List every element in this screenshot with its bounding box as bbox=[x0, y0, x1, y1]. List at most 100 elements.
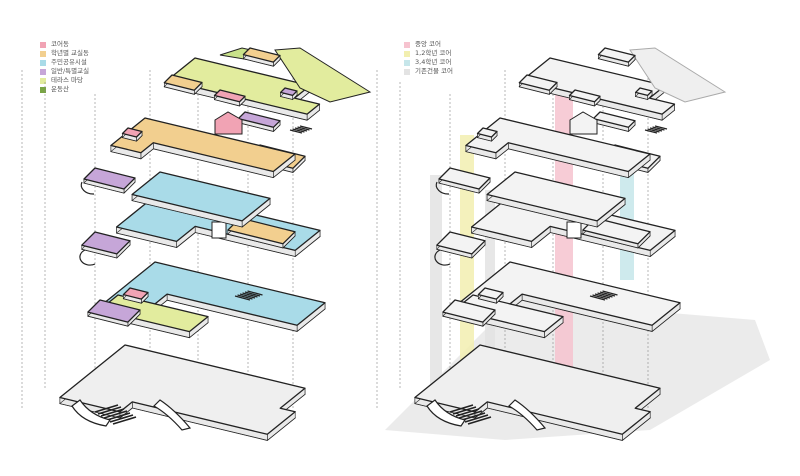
floor-5-grade bbox=[163, 74, 203, 95]
legend-left-swatch bbox=[40, 86, 46, 93]
floor-3-main bbox=[131, 171, 271, 228]
stair-tread bbox=[452, 406, 477, 415]
legend-left-label: 학년별 교실동 bbox=[51, 49, 89, 57]
floor-2-classrooms bbox=[81, 231, 131, 259]
floor-5-classroom bbox=[634, 87, 653, 101]
legend-right-label: 중앙 코어 bbox=[415, 40, 441, 48]
curved-wall bbox=[71, 399, 111, 427]
stair-line bbox=[239, 293, 256, 299]
core-shaft bbox=[430, 175, 442, 390]
legend-right-label: 1,2학년 코어 bbox=[415, 49, 452, 57]
floor-4-core-top bbox=[121, 127, 143, 138]
stair-tread bbox=[109, 414, 134, 423]
floor-5-grade-top bbox=[163, 74, 203, 91]
legend-left-swatch bbox=[40, 41, 46, 48]
stair-line bbox=[242, 292, 258, 298]
floor-5-core-top bbox=[568, 89, 601, 103]
floor-3-classrooms-top bbox=[438, 167, 491, 190]
legend-right-label: 3,4학년 코어 bbox=[415, 58, 452, 66]
floor-1-classrooms-top bbox=[442, 299, 496, 323]
stair-line bbox=[654, 125, 668, 130]
floor-3-classrooms bbox=[83, 167, 136, 194]
legend-right-label: 기존건물 코어 bbox=[415, 67, 453, 75]
curved-edge bbox=[434, 249, 451, 266]
floor-4-core bbox=[476, 127, 498, 142]
stair-line bbox=[294, 127, 308, 132]
legend-left-label: 일반/특별교실 bbox=[51, 67, 90, 75]
entrance-stair bbox=[426, 399, 547, 431]
stair-line bbox=[292, 128, 305, 133]
floor-4-core-top bbox=[476, 127, 498, 138]
legend-right-item: 중앙 코어 bbox=[404, 40, 453, 49]
legend-right-item: 3,4학년 코어 bbox=[404, 58, 453, 67]
stair-line bbox=[289, 129, 303, 134]
stair-line bbox=[237, 294, 253, 300]
floor-2-grade bbox=[582, 217, 651, 249]
legend-right-swatch bbox=[404, 41, 410, 48]
floor-4-classrooms-top bbox=[237, 111, 281, 128]
floor-1-core bbox=[122, 287, 149, 304]
floor-1-main bbox=[459, 261, 681, 332]
program-axonometric bbox=[59, 47, 372, 441]
floor-4-main-top bbox=[110, 117, 296, 173]
entrance-stair bbox=[71, 399, 192, 431]
legend-left-label: 코어동 bbox=[51, 40, 69, 48]
floor-2-classrooms-top bbox=[81, 231, 131, 255]
floor-5-core-top bbox=[213, 89, 246, 103]
floor-5-classroom bbox=[279, 87, 298, 101]
floor-1-classrooms bbox=[87, 299, 141, 327]
floor-3-classrooms bbox=[438, 167, 491, 194]
gable-house bbox=[214, 111, 243, 135]
stair-line bbox=[652, 126, 665, 131]
hill-park bbox=[274, 47, 372, 103]
gable-element bbox=[566, 221, 582, 239]
floor-5-grade-b-top bbox=[597, 47, 636, 63]
floor-ground bbox=[59, 344, 306, 441]
floor-4-classrooms bbox=[237, 111, 281, 133]
legend-left-item: 코어동 bbox=[40, 40, 89, 49]
floor-5-classroom-top bbox=[634, 87, 653, 97]
floor-1-core bbox=[477, 287, 504, 304]
floor-3-main-top bbox=[131, 171, 271, 222]
floor-5-classroom-top bbox=[279, 87, 298, 97]
floor-4-main-top bbox=[465, 117, 651, 173]
gable-house bbox=[569, 111, 598, 135]
floor-5-grade-b bbox=[242, 47, 281, 67]
floor-1-classrooms bbox=[442, 299, 496, 327]
stair-tread bbox=[103, 410, 128, 419]
legend-left-swatch bbox=[40, 68, 46, 75]
curved-edge bbox=[80, 181, 95, 195]
legend-left-swatch bbox=[40, 77, 46, 84]
floor-1-main bbox=[104, 261, 326, 332]
legend-left-label: 주민공유시설 bbox=[51, 58, 87, 66]
legend-left-item: 일반/특별교실 bbox=[40, 67, 89, 76]
floor-5-grade-b bbox=[597, 47, 636, 67]
stair-line bbox=[247, 290, 263, 296]
curved-edge bbox=[79, 249, 96, 266]
floor-5-core bbox=[213, 89, 246, 107]
floor-3-main-top bbox=[486, 171, 626, 222]
legend-right-swatch bbox=[404, 68, 410, 75]
floor-ground bbox=[414, 344, 661, 441]
stair-tread bbox=[464, 414, 489, 423]
stair-line bbox=[244, 291, 261, 297]
curved-wall bbox=[153, 399, 192, 431]
stair-line bbox=[594, 293, 611, 299]
stair-line bbox=[647, 128, 660, 133]
stair-tread bbox=[458, 410, 483, 419]
legend-right-swatch bbox=[404, 59, 410, 66]
legend-right-item: 기존건물 코어 bbox=[404, 67, 453, 76]
floor-1-classrooms-top bbox=[87, 299, 141, 323]
stair-line bbox=[644, 129, 658, 134]
floor-2-classrooms bbox=[436, 231, 486, 259]
stair-line bbox=[299, 125, 313, 130]
legend-left-swatch bbox=[40, 50, 46, 57]
floor-5-grade-top bbox=[518, 74, 558, 91]
stair-tread bbox=[106, 412, 131, 421]
floor-plates bbox=[59, 47, 727, 441]
floor-3-main bbox=[486, 171, 626, 228]
floor-4-classrooms bbox=[592, 111, 636, 133]
floor-3-classrooms-top bbox=[83, 167, 136, 190]
